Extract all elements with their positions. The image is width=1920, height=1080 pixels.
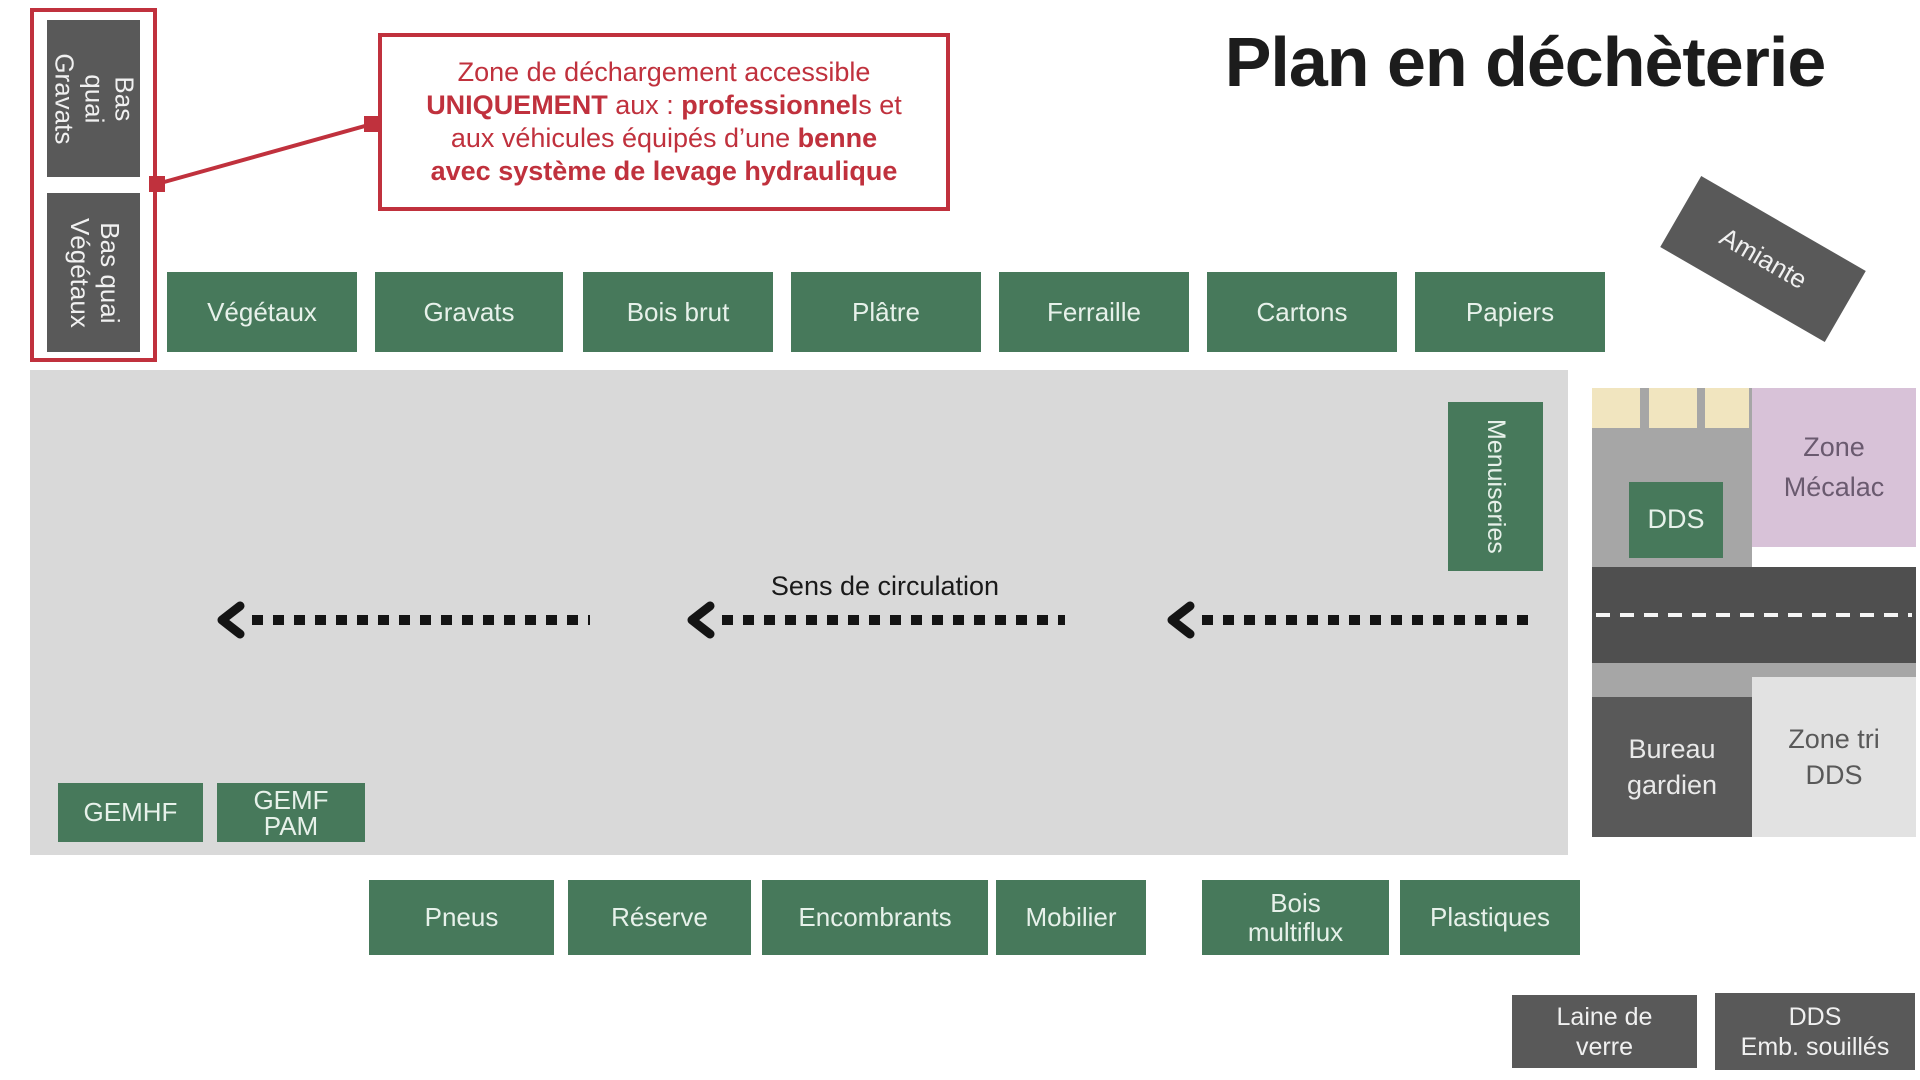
bas-quai-gravats-label: Bas quai Gravats [49, 52, 140, 145]
storage-cell-3 [1705, 388, 1749, 428]
annotation-line-1: Zone de déchargement accessible [457, 57, 871, 88]
bureau-gardien: Bureau gardien [1592, 697, 1752, 837]
callout-connector [149, 116, 380, 192]
menuiseries-label: Menuiseries [1481, 419, 1510, 554]
container-vegetaux: Végétaux [167, 272, 357, 352]
container-ferraille: Ferraille [999, 272, 1189, 352]
container-gravats: Gravats [375, 272, 563, 352]
container-bois-multiflux: Bois multiflux [1202, 880, 1389, 955]
page-title: Plan en déchèterie [1224, 23, 1827, 101]
container-cartons: Cartons [1207, 272, 1397, 352]
annotation-line-3: aux véhicules équipés d’une benne [450, 123, 878, 153]
container-plastiques: Plastiques [1400, 880, 1580, 955]
container-amiante: Amiante [1660, 175, 1866, 343]
container-pneus: Pneus [369, 880, 554, 955]
storage-cell-2 [1649, 388, 1697, 428]
container-platre: Plâtre [791, 272, 981, 352]
zone-tri-dds: Zone tri DDS [1752, 677, 1916, 837]
container-mobilier: Mobilier [996, 880, 1146, 955]
annotation-line-4: avec système de levage hydraulique [430, 155, 898, 186]
container-gemf-pam: GEMF PAM [217, 783, 365, 842]
zone-mecalac: Zone Mécalac [1752, 388, 1916, 547]
container-reserve: Réserve [568, 880, 751, 955]
bas-quai-vegetaux-box: Bas quai Végétaux [47, 193, 140, 352]
container-papiers: Papiers [1415, 272, 1605, 352]
container-laine-de-verre: Laine de verre [1512, 995, 1697, 1068]
bas-quai-vegetaux-label: Bas quai Végétaux [64, 217, 125, 328]
road-center-line [1596, 613, 1912, 617]
platform-area [30, 370, 1568, 855]
access-annotation: Zone de déchargement accessible UNIQUEME… [378, 33, 950, 211]
container-menuiseries: Menuiseries [1448, 402, 1543, 571]
storage-cell-1 [1592, 388, 1640, 428]
container-gemhf: GEMHF [58, 783, 203, 842]
container-dds-emb-souilles: DDS Emb. souillés [1715, 993, 1915, 1070]
container-dds: DDS [1629, 482, 1723, 558]
access-road [1592, 567, 1916, 663]
container-bois-brut: Bois brut [583, 272, 773, 352]
sens-de-circulation-label: Sens de circulation [770, 571, 1000, 601]
container-encombrants: Encombrants [762, 880, 988, 955]
bas-quai-gravats-box: Bas quai Gravats [47, 20, 140, 177]
annotation-line-2: UNIQUEMENT aux : professionnels et [426, 90, 902, 121]
